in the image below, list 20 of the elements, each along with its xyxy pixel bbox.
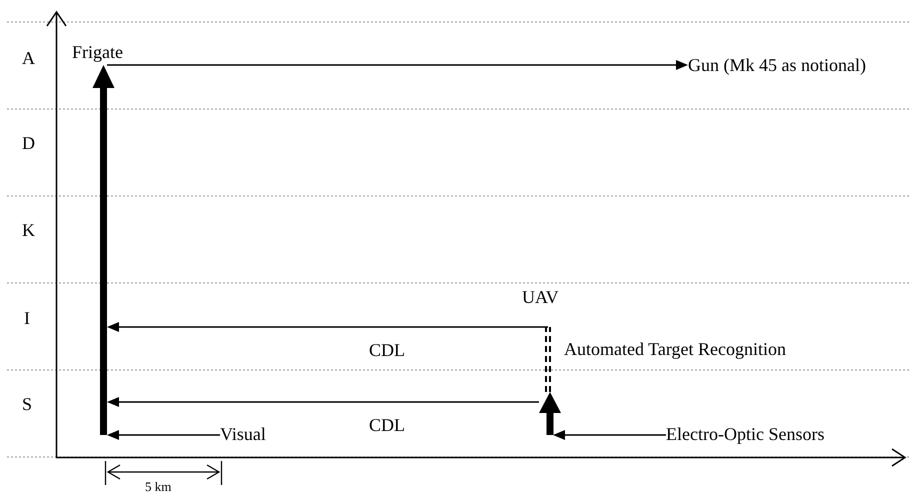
arrow	[107, 397, 539, 407]
node-label: Frigate	[72, 42, 124, 63]
track-bar	[100, 95, 107, 435]
node-label: Electro-Optic Sensors	[666, 424, 826, 445]
track-bar	[539, 392, 561, 435]
row-label: I	[24, 309, 30, 327]
row-label: K	[22, 221, 35, 239]
dimension-label: 5 km	[145, 480, 172, 493]
row-label: A	[22, 49, 35, 67]
node-label: Gun (Mk 45 as notional)	[688, 55, 867, 76]
node-label: UAV	[522, 287, 560, 308]
arrow	[107, 60, 688, 70]
node-label: Visual	[220, 424, 267, 445]
arrow	[107, 322, 548, 332]
arrow	[107, 430, 220, 440]
row-label: D	[22, 134, 35, 152]
thick-arrow	[92, 65, 114, 95]
dashed-link-line	[545, 326, 551, 393]
arrow	[553, 430, 666, 440]
row-label: S	[22, 395, 32, 413]
